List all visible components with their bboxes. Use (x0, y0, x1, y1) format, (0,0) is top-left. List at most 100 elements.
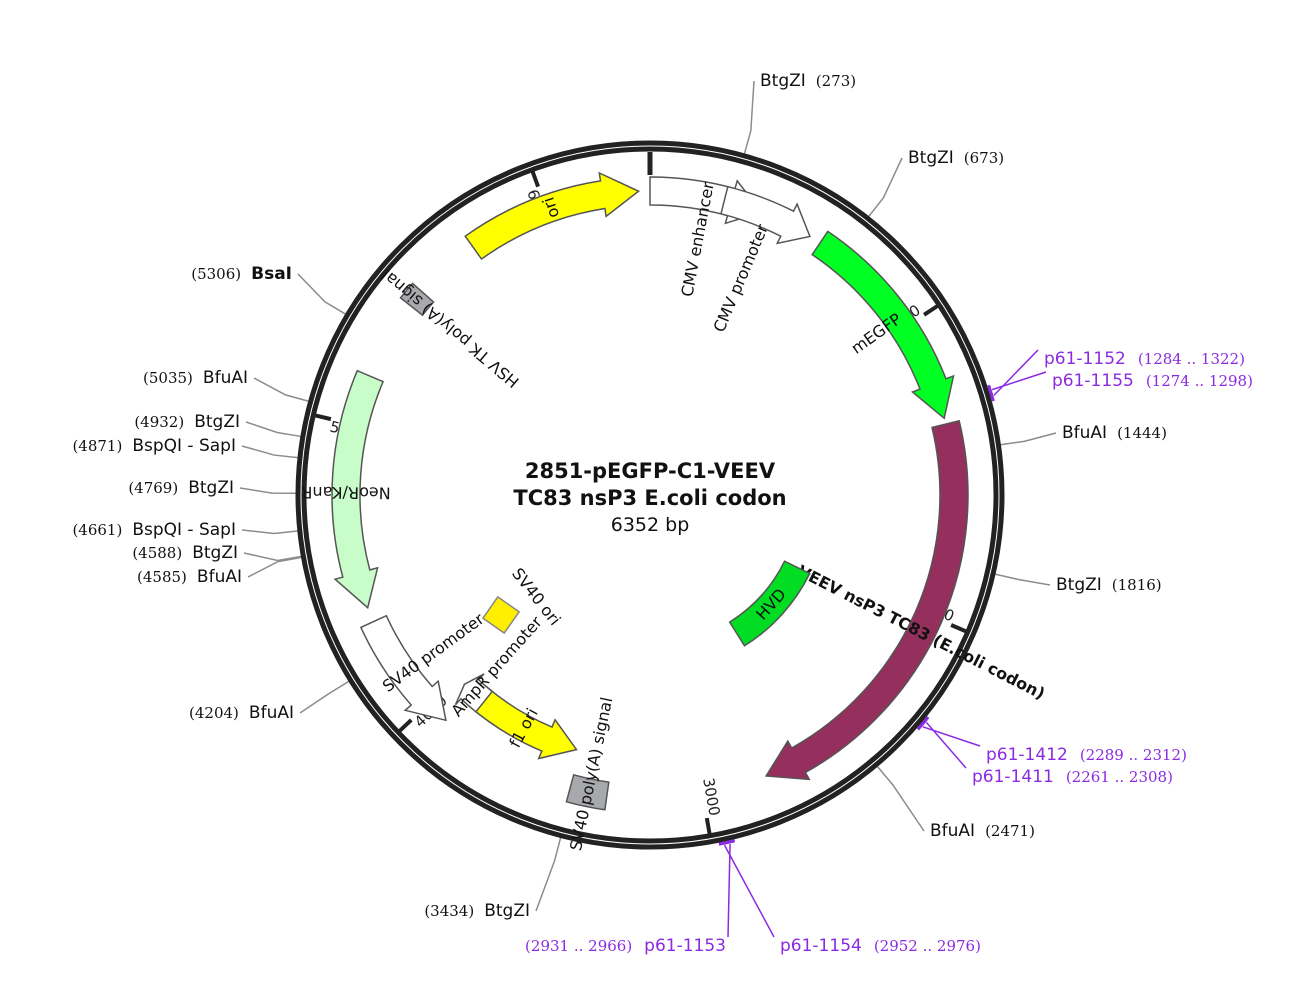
tick-mark (314, 413, 332, 422)
primer-p61-1412: p61-1412(2289 .. 2312) (916, 720, 1187, 765)
primer-p61-1411: p61-1411(2261 .. 2308) (920, 716, 1173, 787)
feature-shape (811, 230, 955, 420)
site-position: (1444) (1117, 424, 1167, 442)
site-name: BfuAI (930, 821, 975, 841)
site-position: (3434) (424, 902, 474, 920)
site-leader (241, 445, 299, 459)
primer-leader (993, 349, 1039, 396)
site-leader (253, 377, 309, 402)
site-position: (4871) (72, 437, 122, 455)
site-position: (4204) (189, 704, 239, 722)
primer-name: p61-1154 (780, 936, 862, 956)
site-bfuai: BfuAI (2471) (930, 821, 1035, 841)
site-btgzi: BtgZI (3434) (424, 901, 530, 921)
site-labels: BtgZI(273)BtgZI(673)BfuAI(1444)BtgZI(181… (72, 71, 1167, 921)
site-leader (994, 573, 1051, 586)
site-bfuai: BfuAI(4585) (137, 567, 242, 587)
primer-leader (991, 371, 1047, 391)
site-leader (241, 529, 298, 535)
site-leader (535, 837, 562, 912)
plasmid-name-line2: TC83 nsP3 E.coli codon (513, 486, 786, 510)
site-name: BspQI - SapI (132, 520, 236, 540)
site-leader (868, 157, 903, 218)
primer-name: p61-1153 (644, 936, 726, 956)
feature-neor-kanr: NeoR/KanR (301, 369, 391, 610)
site-leader (245, 421, 302, 438)
site-name: BtgZI (192, 543, 238, 563)
primer-p61-1152: p61-1152 (1284 .. 1322) (988, 349, 1245, 402)
site-leader (297, 273, 347, 315)
feature-shape (454, 673, 494, 713)
primer-name: p61-1412 (986, 745, 1068, 765)
site-bfuai: BfuAI (5035) (143, 368, 248, 388)
feature-f1-ori: f1 ori (468, 685, 578, 760)
tick-mark (398, 718, 413, 733)
tick-mark (704, 817, 712, 835)
primer-p61-1155: p61-1155(1274 .. 1298) (987, 371, 1253, 396)
site-btgzi: BtgZI(4932) (134, 412, 240, 432)
site-name: BtgZI (484, 901, 530, 921)
primer-leader (925, 721, 967, 769)
feature-megfp: mEGFP (811, 230, 955, 420)
site-leader-lines (239, 80, 1057, 912)
site-name: BfuAI (1062, 423, 1107, 443)
site-name: BtgZI (760, 71, 806, 91)
primer-name: p61-1152 (1044, 349, 1126, 369)
primer-position: (1274 .. 1298) (1146, 372, 1253, 390)
site-bspqi-sapi: BspQI - SapI (4661) (72, 520, 236, 540)
site-position: (673) (964, 149, 1004, 167)
site-position: (4588) (132, 544, 182, 562)
site-name: BtgZI (194, 412, 240, 432)
site-position: (2471) (985, 822, 1035, 840)
site-name: BspQI - SapI (132, 436, 236, 456)
feature-label: SV40 poly(A) signal (566, 695, 616, 852)
primer-position: (2952 .. 2976) (874, 937, 981, 955)
feature-sv40-poly-a-signal: SV40 poly(A) signal (565, 695, 616, 852)
plasmid-size: 6352 bp (611, 514, 690, 536)
site-btgzi: BtgZI (4769) (128, 478, 234, 498)
feature-label: CMV promoter (710, 221, 773, 335)
site-position: (4661) (72, 521, 122, 539)
site-name: BfuAI (203, 368, 248, 388)
tick-mark (950, 623, 967, 634)
feature-hsv-tk-poly-a-signal: HSV TK poly(A) signal (378, 266, 523, 392)
feature-cmv-promoter: CMV promoter (710, 185, 811, 335)
primers: p61-1152 (1284 .. 1322) p61-1155(1274 .. 1… (525, 349, 1253, 956)
feature-shape (728, 560, 811, 647)
site-leader (247, 556, 302, 578)
site-position: (1816) (1112, 576, 1162, 594)
site-position: (4585) (137, 568, 187, 586)
plasmid-backbone (295, 140, 1005, 850)
feature-shape (720, 185, 811, 245)
site-name: BtgZI (908, 148, 954, 168)
primer-position: (2931 .. 2966) (525, 937, 632, 955)
site-name: BtgZI (188, 478, 234, 498)
primer-mark (718, 840, 730, 846)
primer-p61-1153: p61-1153 (2931 .. 2966) (525, 839, 736, 956)
feature-shape (481, 595, 521, 635)
backbone-outer-ring (295, 140, 1005, 850)
site-leader (876, 765, 925, 832)
feature-shape (764, 419, 969, 781)
tick-label: 3000 (699, 776, 723, 817)
feature-label: NeoR/KanR (301, 483, 391, 503)
site-btgzi: BtgZI (4588) (132, 543, 238, 563)
site-btgzi: BtgZI (673) (908, 148, 1004, 168)
feature-hvd: HVD (728, 560, 811, 647)
primer-position: (1284 .. 1322) (1138, 350, 1245, 368)
backbone-inner-ring (301, 146, 999, 844)
site-name: BtgZI (1056, 575, 1102, 595)
site-bspqi-sapi: BspQI - SapI (4871) (72, 436, 236, 456)
site-leader (243, 552, 302, 562)
primer-leader (727, 843, 731, 938)
site-bfuai: BfuAI(4204) (189, 703, 294, 723)
site-position: (4769) (128, 479, 178, 497)
site-leader (1000, 432, 1057, 446)
primer-name: p61-1411 (972, 767, 1054, 787)
feature-shape (359, 614, 447, 722)
feature-shape (565, 773, 610, 811)
primer-leader (723, 844, 775, 938)
site-position: (5035) (143, 369, 193, 387)
plasmid-title: 2851-pEGFP-C1-VEEV TC83 nsP3 E.coli codo… (513, 459, 786, 536)
